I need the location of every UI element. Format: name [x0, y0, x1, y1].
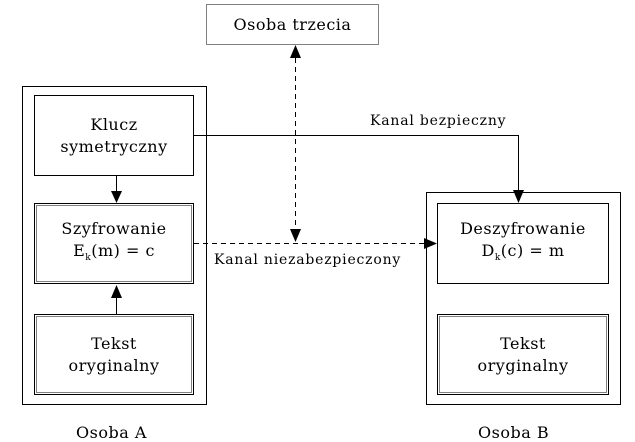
third-party-box	[206, 4, 379, 45]
plaintext-a-label: Tekst oryginalny	[68, 333, 160, 375]
person-b-frame	[426, 192, 621, 405]
decrypt-formula: Dk(c) = m	[481, 240, 565, 264]
secure-channel-label: Kanal bezpieczny	[370, 113, 507, 129]
secure-channel-line	[194, 135, 519, 191]
plaintext-a-box	[34, 314, 194, 395]
decrypt-box	[437, 203, 609, 284]
plaintext-b-label: Tekst oryginalny	[477, 333, 569, 375]
person-a-caption: Osoba A	[76, 423, 147, 442]
person-b-caption: Osoba B	[478, 423, 550, 442]
encrypt-formula: Ek(m) = c	[73, 240, 155, 264]
insecure-channel-label: Kanal niezabezpieczony	[214, 252, 402, 268]
key-label: Klucz symetryczny	[60, 114, 168, 156]
encrypt-box	[34, 203, 194, 284]
plaintext-b-box	[437, 314, 609, 395]
encrypt-label: Szyfrowanie Ek(m) = c	[35, 204, 193, 283]
third-party-label: Osoba trzecia	[233, 14, 352, 34]
person-a-frame	[22, 86, 207, 405]
key-box	[34, 95, 194, 176]
decrypt-label: Deszyfrowanie Dk(c) = m	[438, 204, 608, 283]
